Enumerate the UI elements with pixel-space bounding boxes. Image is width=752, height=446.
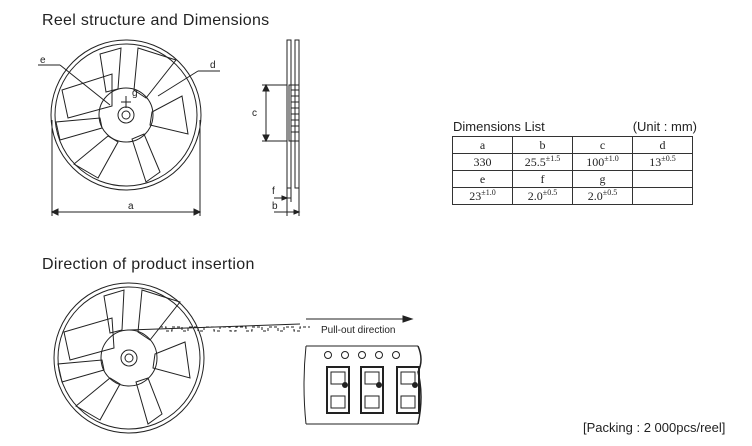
pull-out-arrow [306, 315, 414, 323]
carrier-tape-detail [303, 345, 422, 425]
label-f: f [272, 186, 275, 197]
header-cell: c [572, 136, 633, 154]
header-cell [632, 170, 693, 188]
insertion-direction-title: Direction of product insertion [42, 256, 255, 273]
label-e: e [40, 55, 46, 66]
unit-label: (Unit : mm) [632, 119, 697, 134]
header-cell: d [632, 136, 693, 154]
header-cell: b [512, 136, 573, 154]
pull-out-direction-label: Pull-out direction [321, 325, 396, 336]
table-row: 330 25.5±1.5 100±1.0 13±0.5 [452, 153, 693, 171]
reel-front-view [38, 39, 220, 216]
dimensions-caption: Dimensions List [453, 119, 545, 134]
value-cell [632, 187, 693, 205]
insertion-reel [53, 282, 310, 434]
label-b: b [272, 201, 278, 212]
header-cell: a [452, 136, 513, 154]
dimensions-table: a b c d 330 25.5±1.5 100±1.0 13±0.5 e f … [452, 136, 693, 205]
value-cell: 25.5±1.5 [512, 153, 573, 171]
table-row: a b c d [452, 136, 693, 154]
header-cell: e [452, 170, 513, 188]
label-c: c [252, 108, 257, 119]
header-cell: f [512, 170, 573, 188]
value-cell: 100±1.0 [572, 153, 633, 171]
table-row: e f g [452, 170, 693, 188]
table-row: 23±1.0 2.0±0.5 2.0±0.5 [452, 187, 693, 205]
label-d: d [210, 60, 216, 71]
value-cell: 13±0.5 [632, 153, 693, 171]
value-cell: 23±1.0 [452, 187, 513, 205]
packing-note: [Packing : 2 000pcs/reel] [583, 420, 726, 435]
header-cell: g [572, 170, 633, 188]
label-a: a [128, 201, 134, 212]
dimensions-caption-row: Dimensions List (Unit : mm) [453, 119, 697, 134]
value-cell: 330 [452, 153, 513, 171]
reel-side-view [262, 39, 301, 216]
value-cell: 2.0±0.5 [512, 187, 573, 205]
reel-structure-title: Reel structure and Dimensions [42, 12, 270, 29]
label-g: g [132, 88, 138, 99]
value-cell: 2.0±0.5 [572, 187, 633, 205]
